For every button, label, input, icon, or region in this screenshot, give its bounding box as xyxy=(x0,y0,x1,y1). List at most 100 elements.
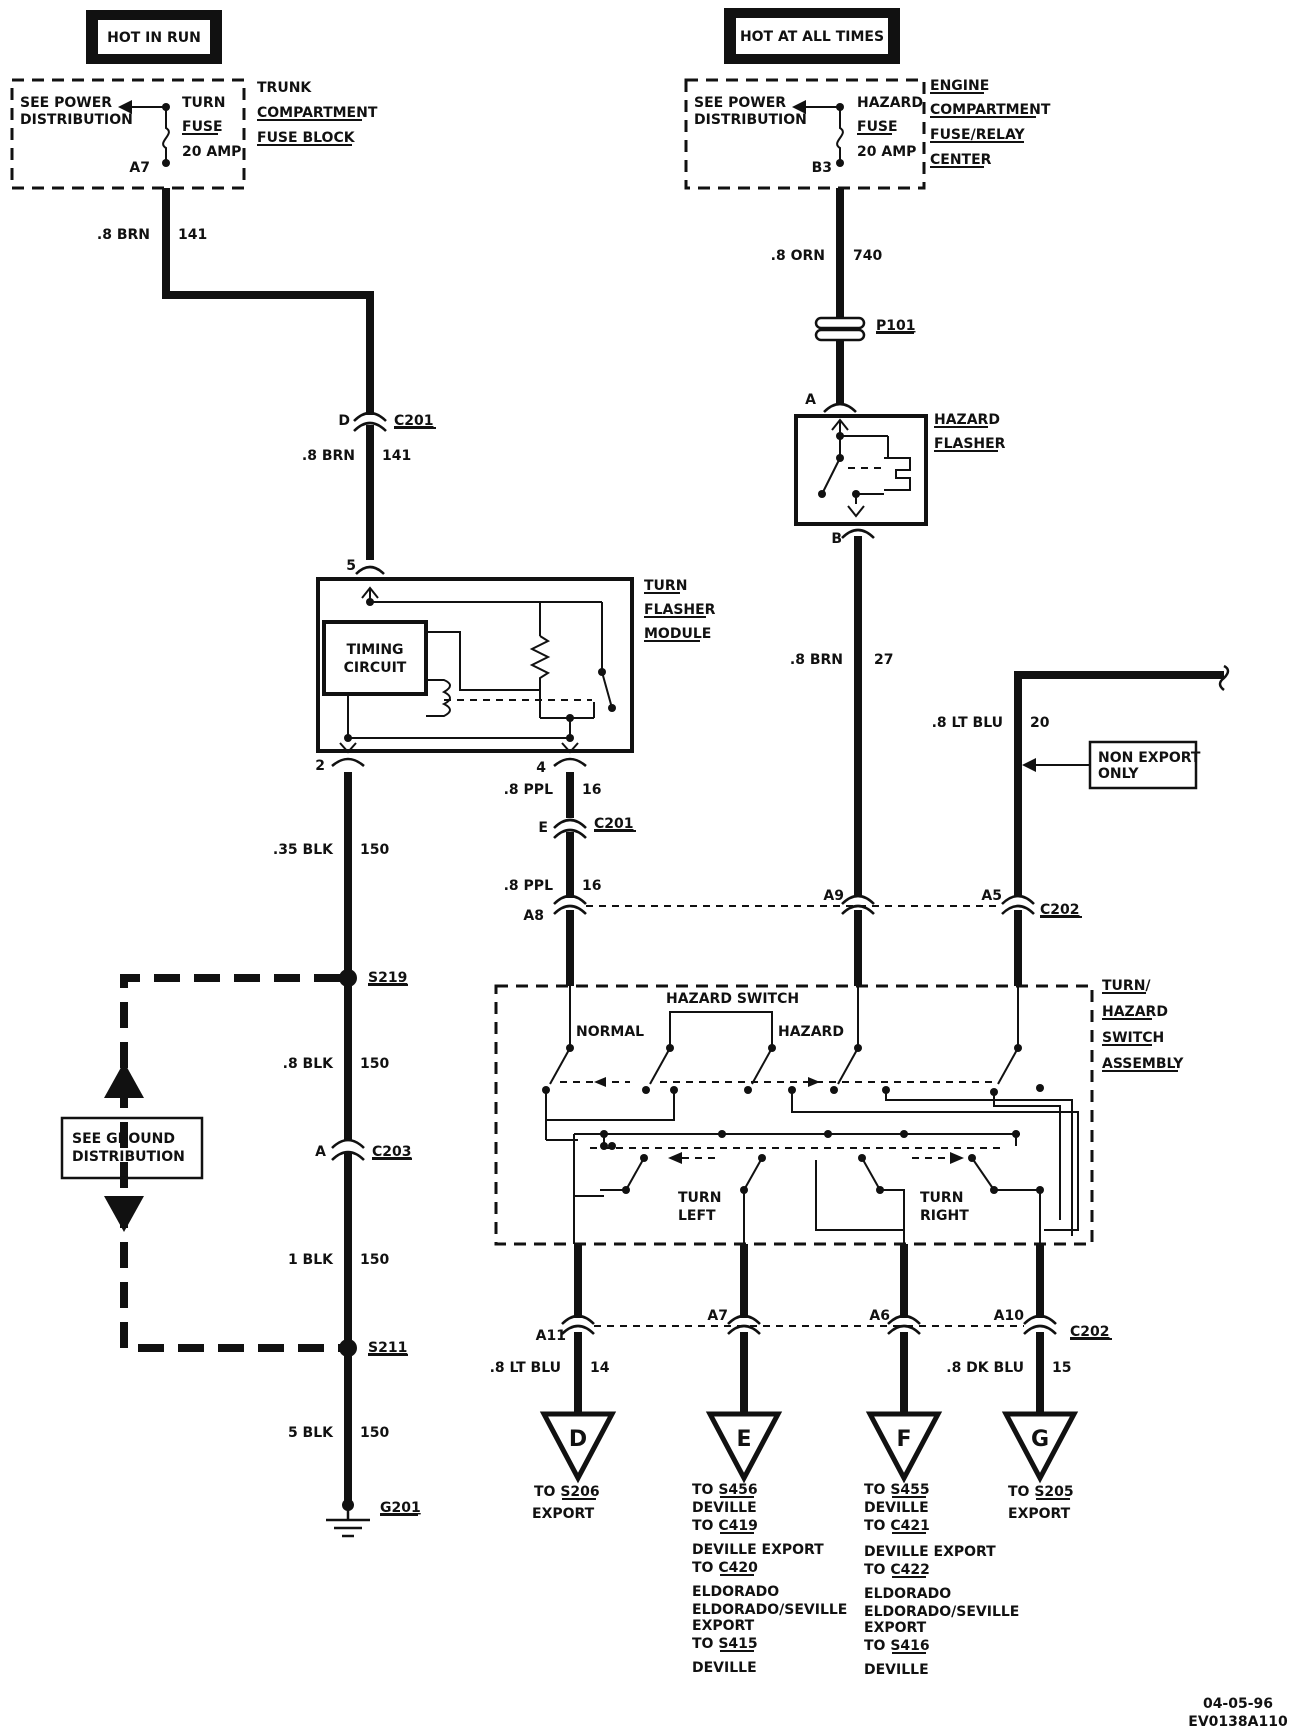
svg-text:.8 BRN: .8 BRN xyxy=(97,227,150,243)
svg-text:.8 PPL: .8 PPL xyxy=(504,878,553,894)
svg-text:TURN: TURN xyxy=(644,578,687,594)
svg-text:16: 16 xyxy=(582,878,601,894)
svg-text:CENTER: CENTER xyxy=(930,152,992,168)
svg-text:A: A xyxy=(805,392,816,408)
svg-text:C202: C202 xyxy=(1040,902,1080,918)
svg-text:.8 ORN: .8 ORN xyxy=(771,248,825,264)
timing-circuit xyxy=(322,620,428,696)
svg-text:NON EXPORT: NON EXPORT xyxy=(1098,750,1201,766)
svg-text:150: 150 xyxy=(360,1425,389,1441)
svg-text:C203: C203 xyxy=(372,1144,412,1160)
destination-g-notes: TO S205 EXPORT xyxy=(1008,1484,1074,1522)
svg-text:DEVILLE EXPORT: DEVILLE EXPORT xyxy=(864,1544,996,1560)
destination-f-notes: TO S455 DEVILLE TO C421 DEVILLE EXPORT T… xyxy=(864,1482,1019,1678)
svg-text:DEVILLE EXPORT: DEVILLE EXPORT xyxy=(692,1542,824,1558)
svg-text:E: E xyxy=(736,1427,751,1452)
svg-text:TURN: TURN xyxy=(920,1190,963,1206)
svg-text:RIGHT: RIGHT xyxy=(920,1208,969,1224)
svg-text:.8 BRN: .8 BRN xyxy=(302,448,355,464)
svg-text:740: 740 xyxy=(853,248,882,264)
svg-text:A: A xyxy=(315,1144,326,1160)
svg-text:CIRCUIT: CIRCUIT xyxy=(344,660,407,676)
svg-text:15: 15 xyxy=(1052,1360,1071,1376)
svg-text:20 AMP: 20 AMP xyxy=(182,144,241,160)
connector-c201-e xyxy=(553,818,587,829)
destination-d-notes: TO S206 EXPORT xyxy=(532,1484,600,1522)
svg-text:20: 20 xyxy=(1030,715,1050,731)
svg-text:DISTRIBUTION: DISTRIBUTION xyxy=(694,112,807,128)
svg-text:.8 LT BLU: .8 LT BLU xyxy=(932,715,1003,731)
hazard-label: HAZARD xyxy=(778,1024,844,1040)
splice-s211 xyxy=(339,1339,357,1357)
svg-text:.8 DK BLU: .8 DK BLU xyxy=(946,1360,1024,1376)
hazard-fuse-symbol xyxy=(836,107,844,163)
svg-text:DISTRIBUTION: DISTRIBUTION xyxy=(72,1149,185,1165)
svg-text:FLASHER: FLASHER xyxy=(644,602,716,618)
svg-text:.8 BRN: .8 BRN xyxy=(790,652,843,668)
ground-distribution-loop xyxy=(120,974,340,1352)
see-power-dist-right: SEE POWER xyxy=(694,95,786,111)
svg-text:TO S206: TO S206 xyxy=(534,1484,600,1500)
svg-text:B: B xyxy=(831,531,842,547)
connector-c201-d xyxy=(353,411,387,422)
svg-text:141: 141 xyxy=(382,448,411,464)
svg-text:ELDORADO: ELDORADO xyxy=(692,1584,779,1600)
svg-text:SWITCH: SWITCH xyxy=(1102,1030,1164,1046)
svg-text:150: 150 xyxy=(360,1056,389,1072)
svg-text:DEVILLE: DEVILLE xyxy=(864,1662,929,1678)
svg-text:150: 150 xyxy=(360,842,389,858)
hot-in-run-source: HOT IN RUN SEE POWER DISTRIBUTION TURN F… xyxy=(10,10,378,190)
svg-text:LEFT: LEFT xyxy=(678,1208,716,1224)
svg-text:ELDORADO: ELDORADO xyxy=(864,1586,951,1602)
footer-date: 04-05-96 xyxy=(1203,1696,1273,1712)
svg-text:TURN: TURN xyxy=(182,95,225,111)
svg-text:DEVILLE: DEVILLE xyxy=(692,1660,757,1676)
svg-text:SEE GROUND: SEE GROUND xyxy=(72,1131,175,1147)
svg-text:20 AMP: 20 AMP xyxy=(857,144,916,160)
svg-text:.8 LT BLU: .8 LT BLU xyxy=(490,1360,561,1376)
svg-text:G201: G201 xyxy=(380,1500,421,1516)
svg-text:4: 4 xyxy=(536,760,546,776)
svg-text:D: D xyxy=(338,413,350,429)
svg-text:5: 5 xyxy=(346,558,356,574)
hot-at-all-times-label: HOT AT ALL TIMES xyxy=(740,29,884,45)
flasher-resistor xyxy=(529,635,551,690)
svg-text:FUSE: FUSE xyxy=(182,119,223,135)
footer-code: EV0138A110 xyxy=(1188,1714,1288,1730)
svg-text:27: 27 xyxy=(874,652,893,668)
svg-text:ENGINE: ENGINE xyxy=(930,78,989,94)
svg-text:.35 BLK: .35 BLK xyxy=(273,842,334,858)
svg-text:TO C421: TO C421 xyxy=(864,1518,930,1534)
svg-text:A10: A10 xyxy=(994,1308,1025,1324)
svg-text:COMPARTMENT: COMPARTMENT xyxy=(930,102,1051,118)
svg-text:TO S456: TO S456 xyxy=(692,1482,758,1498)
flasher-coil xyxy=(426,679,451,717)
svg-text:2: 2 xyxy=(315,758,325,774)
svg-text:A7: A7 xyxy=(707,1308,728,1324)
hot-in-run-label: HOT IN RUN xyxy=(107,30,201,46)
svg-text:EXPORT: EXPORT xyxy=(532,1506,595,1522)
svg-text:5 BLK: 5 BLK xyxy=(288,1425,334,1441)
svg-text:.8 PPL: .8 PPL xyxy=(504,782,553,798)
see-ground-distribution-box xyxy=(60,1116,204,1180)
svg-text:EXPORT: EXPORT xyxy=(864,1620,927,1636)
svg-text:FUSE: FUSE xyxy=(857,119,898,135)
svg-text:14: 14 xyxy=(590,1360,610,1376)
wire-20 xyxy=(1014,671,1224,896)
svg-text:TIMING: TIMING xyxy=(346,642,403,658)
svg-text:TO C420: TO C420 xyxy=(692,1560,758,1576)
see-power-dist-left: SEE POWER xyxy=(20,95,112,111)
svg-text:C201: C201 xyxy=(394,413,434,429)
wire-141 xyxy=(162,188,374,415)
svg-text:FUSE BLOCK: FUSE BLOCK xyxy=(257,130,356,146)
terminal-b3-right: B3 xyxy=(812,160,832,176)
svg-text:TO C419: TO C419 xyxy=(692,1518,758,1534)
svg-text:MODULE: MODULE xyxy=(644,626,711,642)
connector-p101 xyxy=(814,316,866,342)
svg-text:ASSEMBLY: ASSEMBLY xyxy=(1102,1056,1184,1072)
svg-text:FUSE/RELAY: FUSE/RELAY xyxy=(930,127,1025,143)
svg-text:TURN: TURN xyxy=(678,1190,721,1206)
svg-text:A9: A9 xyxy=(823,888,844,904)
engine-fuse-relay-box xyxy=(684,78,926,190)
